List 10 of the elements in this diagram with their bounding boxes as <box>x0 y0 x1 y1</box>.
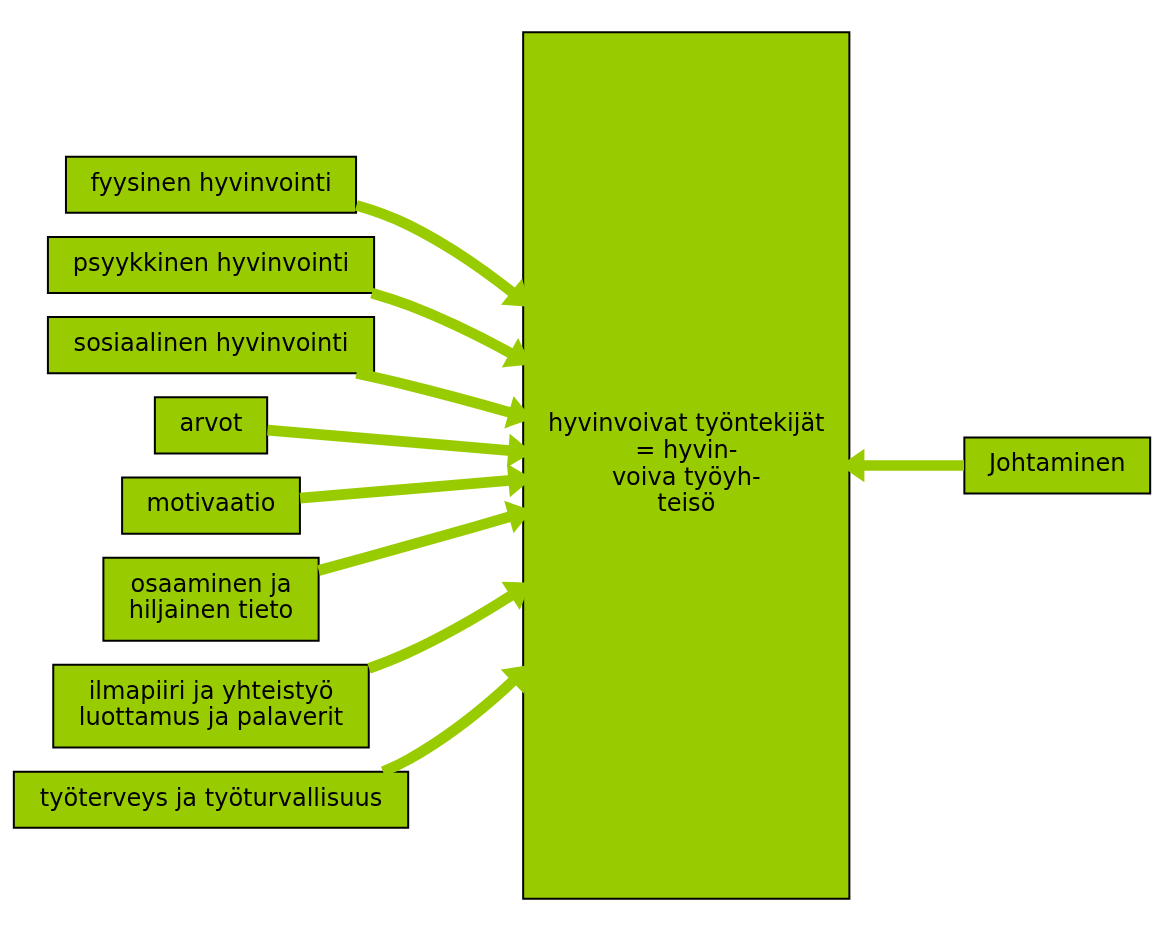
node-box: arvot <box>153 395 269 454</box>
node-box: ilmapiiri ja yhteistyö luottamus ja palaverit <box>52 663 370 749</box>
node-box: fyysinen hyvinvointi <box>64 155 358 214</box>
node-box: motivaatio <box>121 476 301 535</box>
node-box: hyvinvoivat työntekijät = hyvin- voiva työyh- teisö <box>522 30 851 900</box>
node-box: psyykkinen hyvinvointi <box>46 235 376 294</box>
node-box: työterveys ja työturvallisuus <box>12 770 410 829</box>
node-box: osaaminen ja hiljainen tieto <box>102 556 320 642</box>
node-box: sosiaalinen hyvinvointi <box>46 315 376 374</box>
node-box: Johtaminen <box>963 435 1152 495</box>
